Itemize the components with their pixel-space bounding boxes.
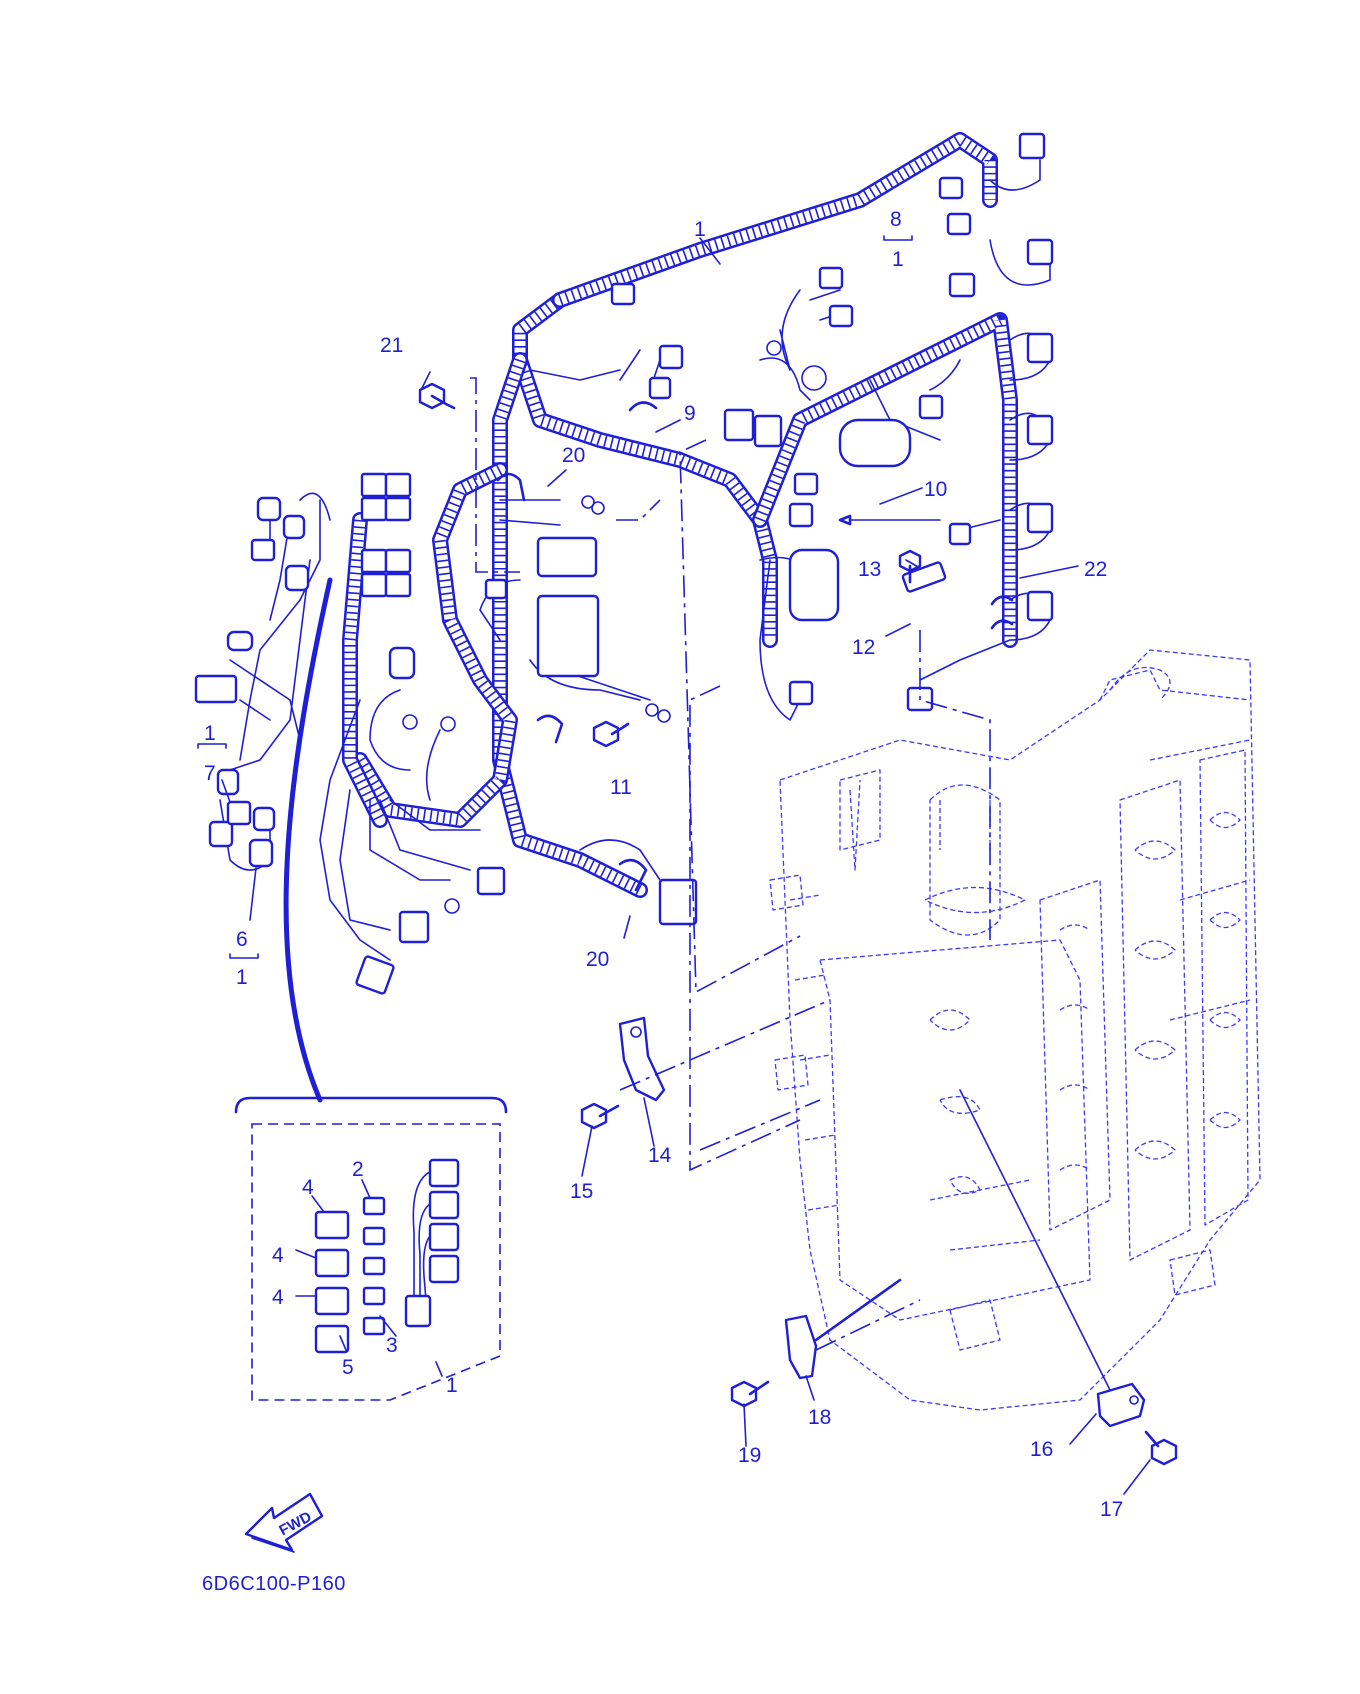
callout-7: 7 xyxy=(204,762,216,785)
callout-17: 17 xyxy=(1100,1498,1123,1521)
callout-16: 16 xyxy=(1030,1438,1053,1461)
clamp-icon xyxy=(496,401,1014,892)
fwd-arrow-icon: FWD xyxy=(244,1492,324,1553)
callout-1-left: 1 xyxy=(204,722,216,745)
relay-icon xyxy=(314,1324,350,1354)
callout-1-inset: 1 xyxy=(446,1374,458,1397)
callout-15: 15 xyxy=(570,1180,593,1203)
callout-4-c: 4 xyxy=(272,1286,284,1309)
wire-harness-icon xyxy=(342,132,1018,898)
callout-21: 21 xyxy=(380,334,403,357)
connector-icon xyxy=(194,132,1054,995)
engine-block-icon xyxy=(769,649,1261,1411)
callout-8: 8 xyxy=(890,208,902,231)
inset-leader-line xyxy=(283,577,333,1103)
callout-10: 10 xyxy=(924,478,947,501)
callout-20-bottom: 20 xyxy=(586,948,609,971)
callout-20-top: 20 xyxy=(562,444,585,467)
callout-4-b: 4 xyxy=(272,1244,284,1267)
callout-8-ref: 1 xyxy=(892,248,904,271)
callout-4-a: 4 xyxy=(302,1176,314,1199)
callout-18: 18 xyxy=(808,1406,831,1429)
callout-11: 11 xyxy=(610,776,632,799)
callout-leaders xyxy=(197,235,1151,1495)
callout-5: 5 xyxy=(342,1356,354,1379)
callout-9: 9 xyxy=(684,402,696,425)
leader-lines xyxy=(470,377,1111,1391)
callout-12: 12 xyxy=(852,636,875,659)
inset-detail-box xyxy=(234,1096,508,1401)
callout-19: 19 xyxy=(738,1444,761,1467)
callout-6: 6 xyxy=(236,928,248,951)
bracket-icon xyxy=(618,1016,1146,1428)
diagram-code: 6D6C100-P160 xyxy=(202,1573,346,1595)
callout-1-top: 1 xyxy=(694,218,706,241)
callout-22: 22 xyxy=(1084,558,1107,581)
callout-6-ref: 1 xyxy=(236,966,248,989)
relay-icon xyxy=(314,1210,350,1240)
callout-14: 14 xyxy=(648,1144,672,1167)
bolt-icon xyxy=(418,382,1178,1466)
callout-3: 3 xyxy=(386,1334,398,1357)
callout-13: 13 xyxy=(858,558,881,581)
callout-2: 2 xyxy=(352,1158,364,1181)
relay-icon xyxy=(314,1248,350,1278)
relay-icon xyxy=(314,1286,350,1316)
